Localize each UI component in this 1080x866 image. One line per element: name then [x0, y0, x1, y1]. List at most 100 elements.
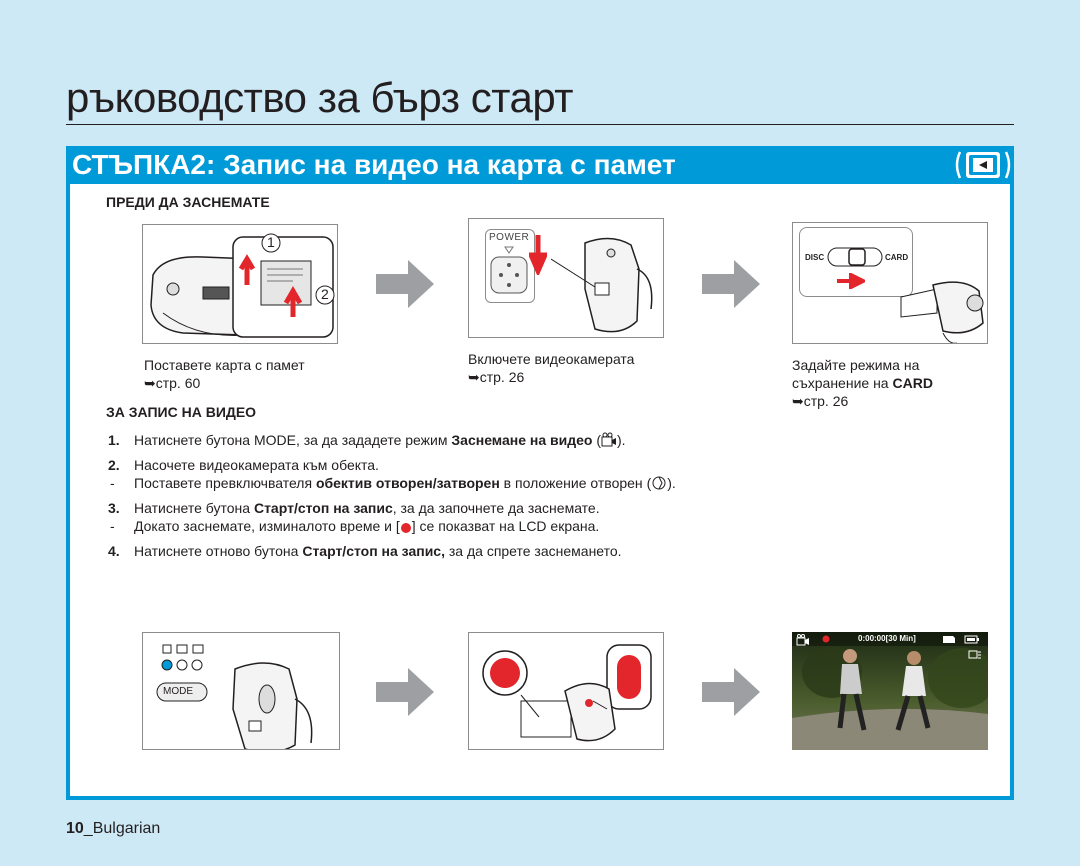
step-text: Поставете превключвателя: [134, 475, 316, 491]
arrow-right-icon: [376, 668, 434, 716]
caption-card-bold: CARD: [892, 375, 933, 391]
before-recording-heading: ПРЕДИ ДА ЗАСНЕМАТЕ: [106, 194, 270, 210]
mode-button-label: MODE: [163, 686, 193, 697]
step-text: Насочете видеокамерата към обекта.: [134, 457, 379, 473]
lcd-recording-screen: 0:00:00[30 Min]: [792, 632, 988, 750]
figure-power-on: POWER: [468, 218, 664, 338]
storage-switch-panel: [799, 227, 913, 297]
sub-dash: -: [110, 518, 115, 534]
figure-insert-memory-card: 1 2: [142, 224, 338, 344]
lens-open-icon: [652, 476, 666, 490]
title-divider: [66, 124, 1014, 125]
caption-storage-mode-line1: Задайте режима на: [792, 357, 920, 373]
step-title: СТЪПКА2: Запис на видео на карта с памет: [72, 149, 676, 180]
caption-storage-mode-text: съхранение на: [792, 375, 893, 391]
step-text: Натиснете отново бутона: [134, 543, 303, 559]
step-3-sub: -Докато заснемате, изминалото време и []…: [108, 517, 599, 535]
video-camera-mode-icon: [601, 432, 617, 447]
camcorder-side-illustration: [551, 237, 653, 333]
storage-slide-switch: [827, 247, 883, 267]
caption-storage-mode: Задайте режима на съхранение на CARD ➥ст…: [792, 356, 933, 410]
mode-selector-panel: [156, 644, 208, 702]
step-text: , за да зададете режим: [295, 432, 452, 448]
step-text: , за да започнете да заснемате.: [392, 500, 600, 516]
callout-2-icon: [315, 285, 335, 305]
page-ref-arrow-icon: ➥: [144, 375, 156, 391]
record-indicator-icon: [822, 635, 830, 643]
mode-text: MODE: [253, 432, 296, 448]
caption-power-on: Включете видеокамерата ➥стр. 26: [468, 350, 634, 386]
card-storage-mode-icon: [955, 151, 1011, 179]
caption-insert-card-ref: ➥стр. 60: [144, 374, 305, 392]
page-number: 10: [66, 820, 84, 837]
step-text: (: [592, 432, 602, 448]
figure-storage-mode-switch: DISC CARD: [792, 222, 988, 344]
lens-switch-bold: обектив отворен/затворен: [315, 475, 500, 491]
caption-storage-mode-ref: ➥стр. 26: [792, 392, 933, 410]
footer-language: _Bulgarian: [83, 820, 161, 837]
callout-2-label: 2: [321, 286, 329, 302]
battery-icon: [964, 635, 979, 644]
step-text: в положение отворен: [499, 475, 647, 491]
camcorder-card-slot-illustration: [150, 236, 334, 338]
step-text: за да спрете заснемането.: [444, 543, 622, 559]
step-3: 3. Натиснете бутона Старт/стоп на запис, …: [108, 499, 600, 517]
content-panel: ПРЕДИ ДА ЗАСНЕМАТЕ 1 2 POWER: [66, 184, 1014, 800]
step-text: Натиснете бутона: [134, 432, 254, 448]
step-text: ).: [617, 432, 626, 448]
step-text: ).: [667, 475, 676, 491]
step-2-sub: - Поставете превключвателя обектив отворе…: [108, 474, 676, 492]
record-button-bold: Старт/стоп на запис: [253, 500, 393, 516]
page-ref-text: стр. 26: [803, 393, 849, 409]
arrow-right-icon: [702, 668, 760, 716]
recording-heading: ЗА ЗАПИС НА ВИДЕО: [106, 404, 257, 420]
page-ref-arrow-icon: ➥: [468, 369, 480, 385]
skaters-photo: [792, 632, 988, 750]
power-switch-icon: [490, 246, 528, 294]
step-header-bar: СТЪПКА2: Запис на видео на карта с памет: [66, 146, 1014, 184]
lcd-timecode: 0:00:00[30 Min]: [858, 634, 916, 643]
video-mode-bold: Заснемане на видео: [451, 432, 593, 448]
step-number: 4.: [108, 543, 120, 559]
arrow-right-icon: [376, 260, 434, 308]
camcorder-rear-illustration: [232, 662, 313, 749]
step-number: 1.: [108, 432, 120, 448]
page-ref-arrow-icon: ➥: [792, 393, 804, 409]
callout-1-label: 1: [267, 234, 275, 250]
callout-1-icon: [261, 233, 281, 253]
figure-mode-button: MODE: [142, 632, 340, 750]
caption-insert-card-line1: Поставете карта с памет: [144, 357, 305, 373]
record-button-illustration: [482, 644, 652, 742]
step-text: Докато заснемате, изминалото време и [: [134, 518, 400, 534]
slide-right-arrow-icon: [837, 273, 865, 289]
step-number: 3.: [108, 500, 120, 516]
card-label: CARD: [885, 253, 909, 262]
power-label: POWER: [489, 232, 530, 243]
page-footer: 10_Bulgarian: [66, 820, 160, 838]
step-number: 2.: [108, 457, 120, 473]
page-title: ръководство за бърз старт: [66, 74, 574, 121]
card-icon: [943, 636, 955, 643]
disc-label: DISC: [805, 253, 825, 262]
step-4: 4. Натиснете отново бутона Старт/стоп на …: [108, 542, 622, 560]
page-ref-text: стр. 60: [155, 375, 201, 391]
arrow-right-icon: [702, 260, 760, 308]
slide-down-arrow-icon: [529, 235, 547, 275]
step-text: Натиснете бутона: [134, 500, 254, 516]
caption-storage-mode-line2: съхранение на CARD: [792, 374, 933, 392]
sub-dash: -: [110, 475, 115, 491]
image-stabilizer-icon: [968, 650, 981, 659]
caption-power-on-ref: ➥стр. 26: [468, 368, 634, 386]
record-indicator-icon: [400, 523, 411, 533]
lcd-status-bar: [792, 632, 988, 646]
record-button-bold: Старт/стоп на запис,: [302, 543, 445, 559]
video-mode-icon: [796, 634, 809, 646]
camcorder-open-lcd-illustration: [900, 281, 984, 343]
step-text: (: [646, 475, 652, 491]
step-2: 2. Насочете видеокамерата към обекта.: [108, 456, 379, 474]
caption-power-on-line1: Включете видеокамерата: [468, 351, 635, 367]
step-1: 1. Натиснете бутона MODE, за да зададете …: [108, 431, 626, 449]
page-ref-text: стр. 26: [479, 369, 525, 385]
caption-insert-card: Поставете карта с памет ➥стр. 60: [144, 356, 305, 392]
figure-record-button: [468, 632, 664, 750]
